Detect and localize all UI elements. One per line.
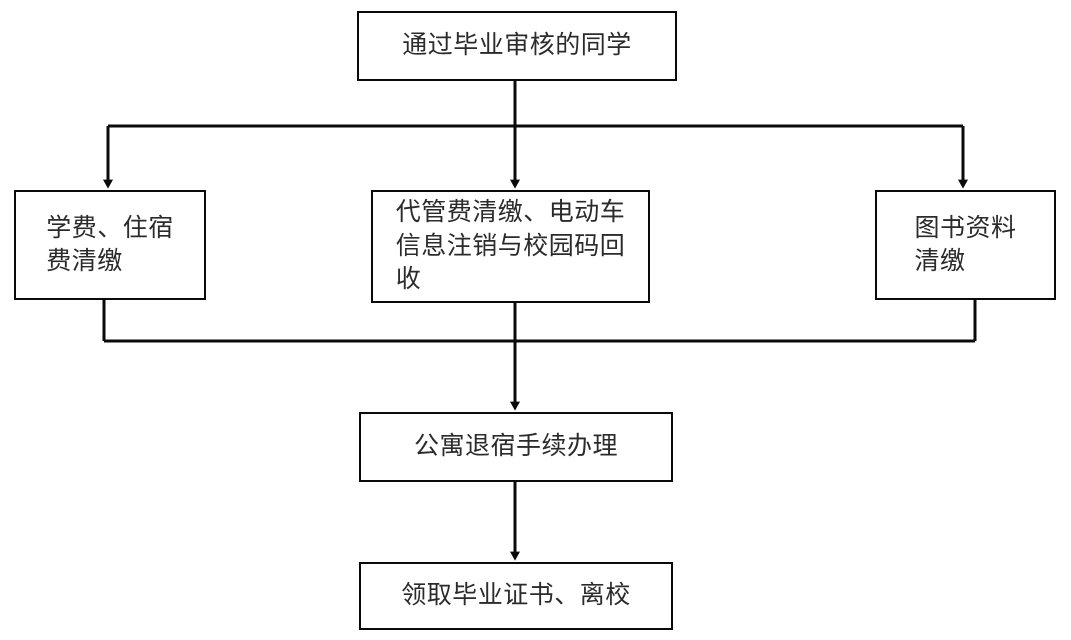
node-apartment-checkout-label: 公寓退宿手续办理 (413, 433, 618, 461)
node-receive-diploma-label: 领取毕业证书、离校 (401, 582, 631, 610)
node-start-label: 通过毕业审核的同学 (402, 32, 632, 60)
node-custody-fee-and-ev: 代管费清缴、电动车 信息注销与校园码回 收 (371, 190, 650, 303)
node-tuition-payment: 学费、住宿 费清缴 (14, 190, 206, 300)
node-library-clearance: 图书资料 清缴 (875, 190, 1056, 300)
node-tuition-payment-label: 学费、住宿 费清缴 (46, 214, 174, 276)
node-start: 通过毕业审核的同学 (357, 11, 677, 81)
node-apartment-checkout: 公寓退宿手续办理 (359, 412, 673, 482)
node-receive-diploma: 领取毕业证书、离校 (359, 562, 673, 630)
node-custody-fee-and-ev-label: 代管费清缴、电动车 信息注销与校园码回 收 (395, 199, 626, 294)
node-library-clearance-label: 图书资料 清缴 (914, 214, 1017, 276)
